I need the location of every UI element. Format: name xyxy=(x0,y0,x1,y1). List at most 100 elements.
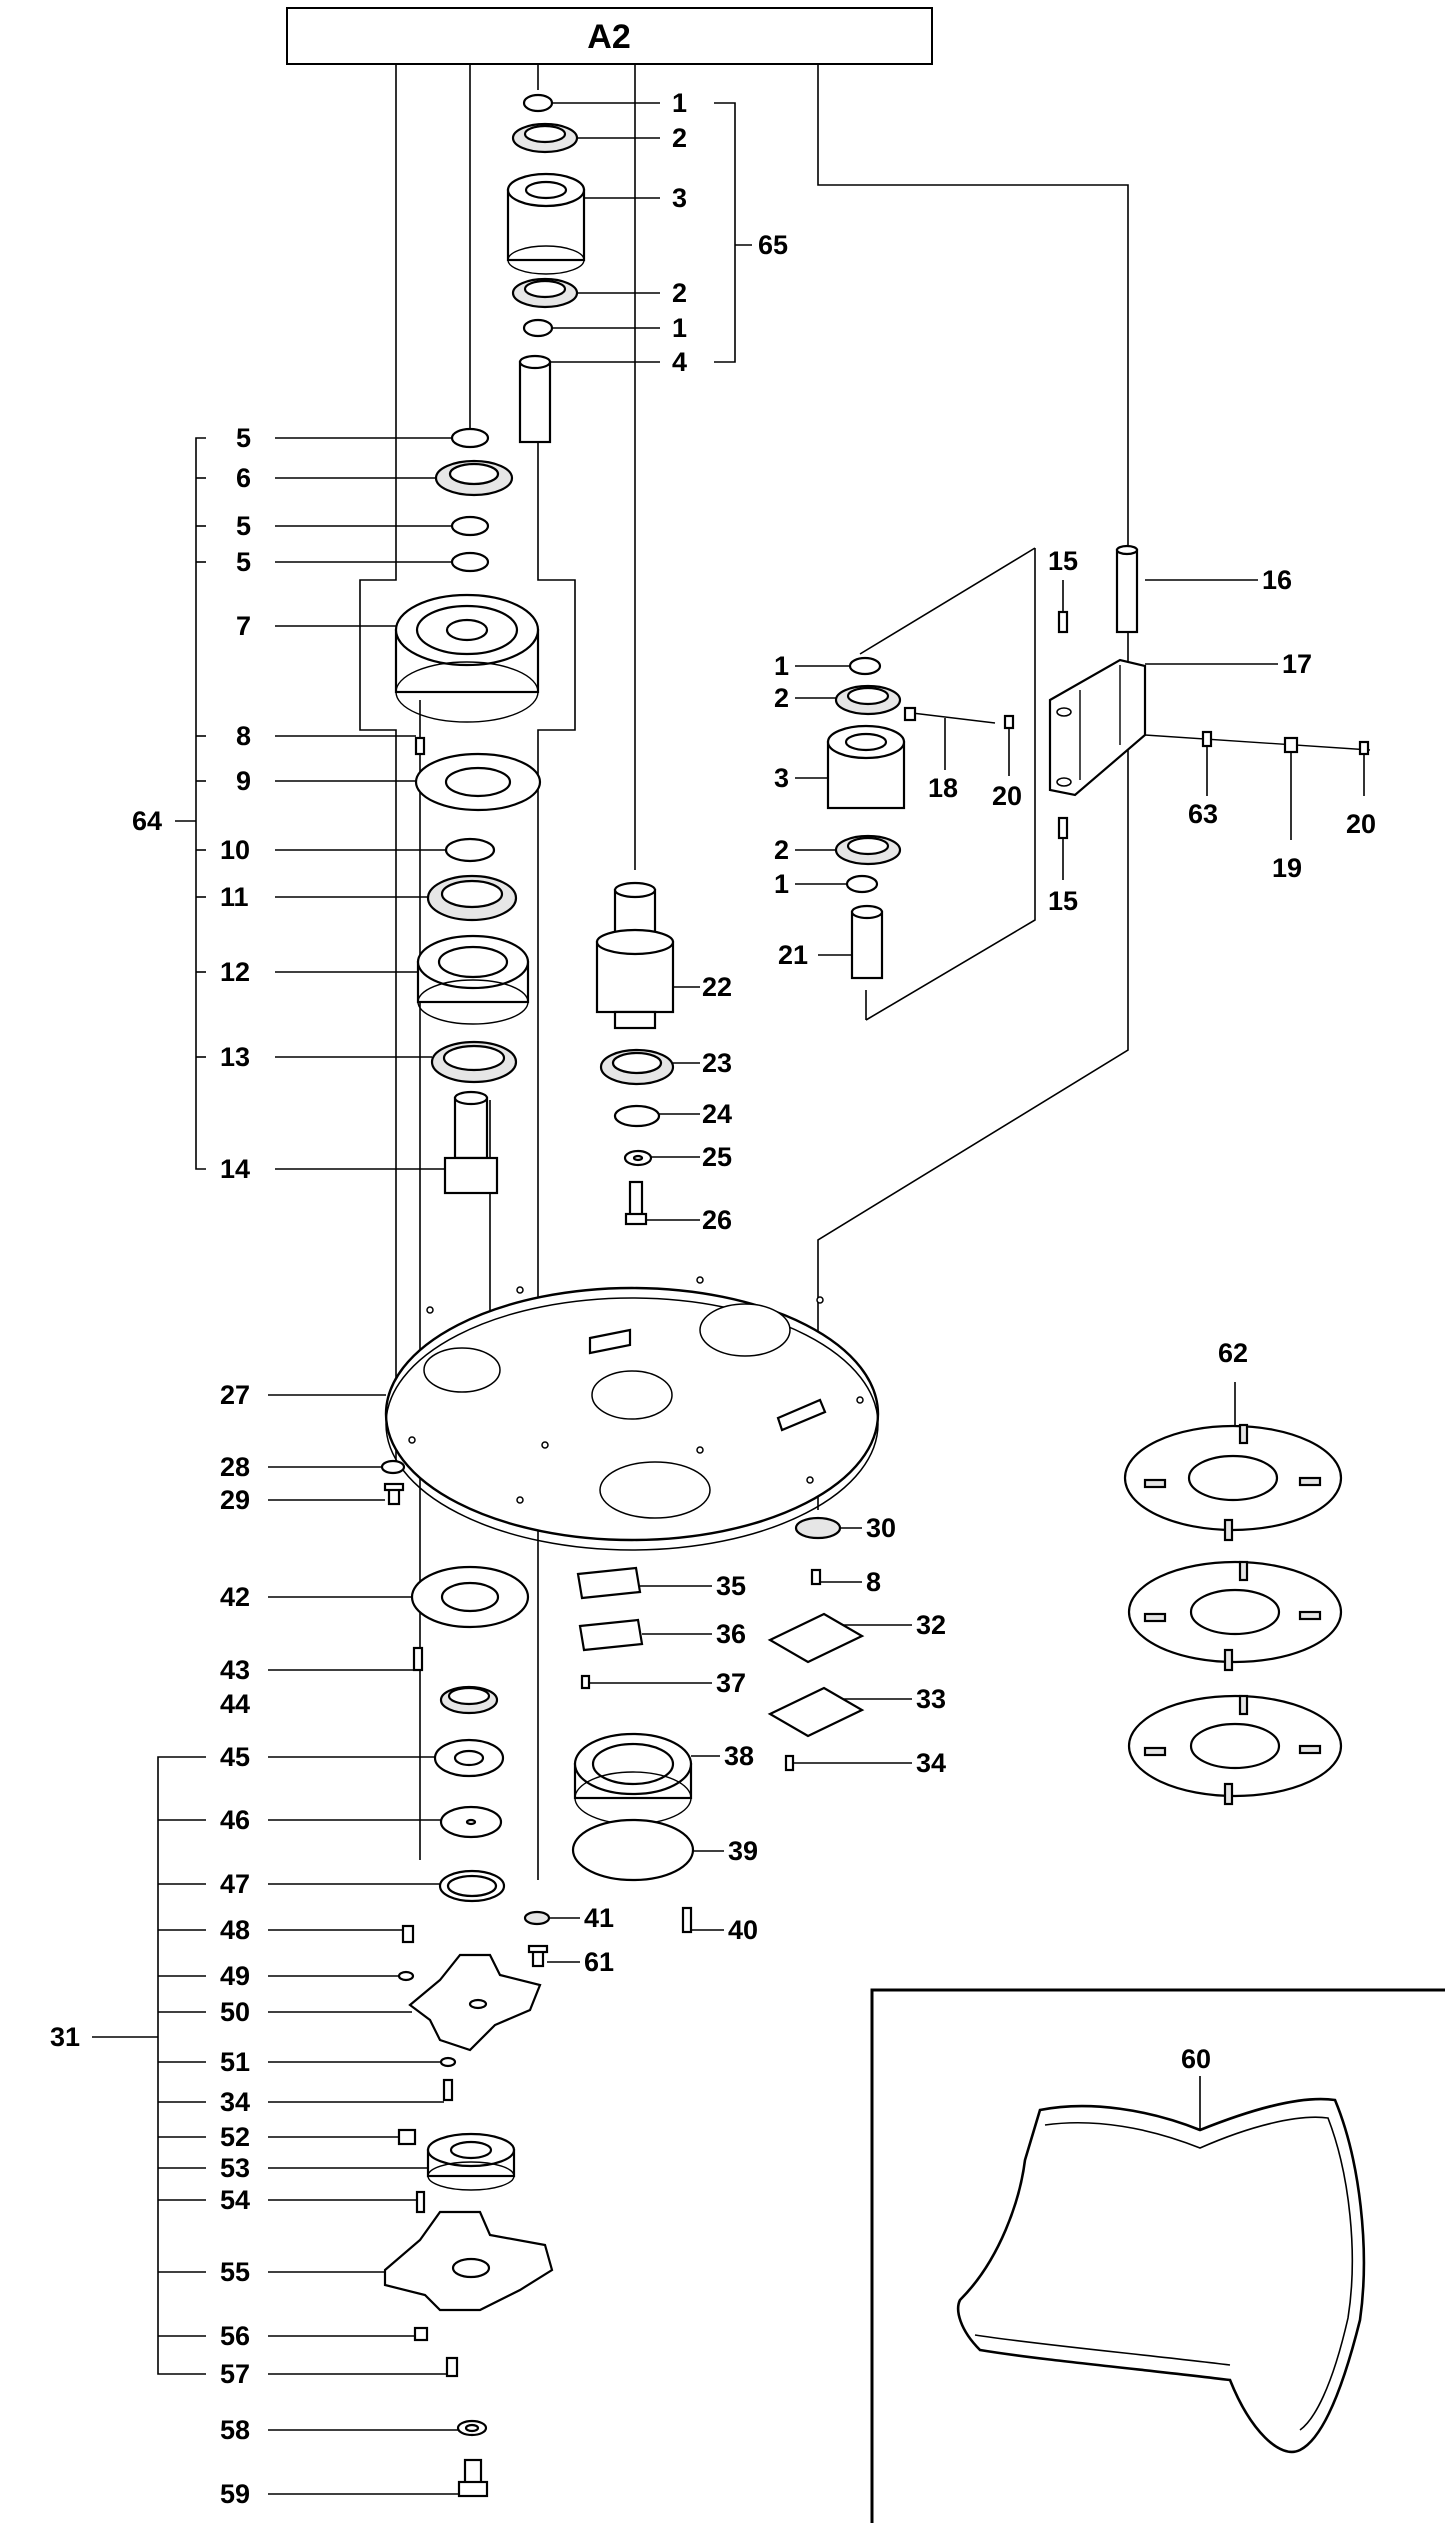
callout-36: 36 xyxy=(716,1619,746,1649)
callout-1: 1 xyxy=(774,869,789,899)
callout-2: 2 xyxy=(774,835,789,865)
part-20-nut-right xyxy=(1358,740,1370,756)
callout-20: 20 xyxy=(1346,809,1376,839)
callout-37: 37 xyxy=(716,1668,746,1698)
callout-24: 24 xyxy=(702,1099,732,1129)
callout-15: 15 xyxy=(1048,886,1078,916)
part-3-hub-right xyxy=(826,724,906,810)
part-57-screw xyxy=(445,2356,459,2378)
part-2-bearing-lower xyxy=(511,277,579,309)
part-59-bolt xyxy=(457,2458,489,2498)
part-29-bolt xyxy=(383,1482,405,1506)
callout-27: 27 xyxy=(220,1380,250,1410)
callout-25: 25 xyxy=(702,1142,732,1172)
part-58-washer xyxy=(456,2419,488,2437)
part-6-bearing xyxy=(434,459,514,497)
right-guide-lines xyxy=(859,547,1036,1021)
callout-32: 32 xyxy=(916,1610,946,1640)
part-5-circlip-b xyxy=(450,515,490,537)
callout-58: 58 xyxy=(220,2415,250,2445)
part-30-washer xyxy=(794,1516,842,1540)
callout-60: 60 xyxy=(1181,2044,1211,2074)
callout-7: 7 xyxy=(236,611,251,641)
part-10-circlip xyxy=(444,837,496,863)
callout-59: 59 xyxy=(220,2479,250,2509)
part-7-pulley xyxy=(394,593,540,723)
callout-labels: 1 2 3 2 1 4 65 5 6 5 5 7 8 9 64 10 11 12… xyxy=(50,88,1376,2509)
part-13-bearing xyxy=(430,1040,518,1084)
callout-9: 9 xyxy=(236,766,251,796)
callout-63: 63 xyxy=(1188,799,1218,829)
part-45-cog xyxy=(433,1738,505,1778)
part-55-star-plate xyxy=(383,2210,554,2312)
part-12-housing xyxy=(416,934,530,1025)
part-5-circlip xyxy=(450,427,490,449)
callout-23: 23 xyxy=(702,1048,732,1078)
title-box: A2 xyxy=(286,7,933,65)
callout-61: 61 xyxy=(584,1947,614,1977)
part-47-ring xyxy=(438,1869,506,1903)
part-2-bearing-right-lower xyxy=(834,834,902,866)
callout-35: 35 xyxy=(716,1571,746,1601)
part-9-flange-plate xyxy=(414,752,542,812)
callout-31: 31 xyxy=(50,2022,80,2052)
part-16-pin xyxy=(1115,544,1139,634)
part-27-base-plate xyxy=(384,1276,880,1551)
part-1-circlip-right xyxy=(848,656,882,676)
part-1-circlip xyxy=(522,93,554,113)
callout-54: 54 xyxy=(220,2185,250,2215)
callout-12: 12 xyxy=(220,957,250,987)
callout-43: 43 xyxy=(220,1655,250,1685)
part-49-washer xyxy=(397,1970,415,1982)
callout-1: 1 xyxy=(672,313,687,343)
part-4-shaft xyxy=(518,354,552,444)
part-62-tool-discs xyxy=(1123,1423,1343,1806)
part-60-cover xyxy=(956,2097,1366,2454)
callout-1: 1 xyxy=(672,88,687,118)
callout-64: 64 xyxy=(132,806,162,836)
part-48-screw xyxy=(401,1924,415,1944)
callout-34: 34 xyxy=(916,1748,946,1778)
callout-47: 47 xyxy=(220,1869,250,1899)
callout-11: 11 xyxy=(220,882,249,912)
part-22-coupling xyxy=(595,881,675,1030)
part-52-nut xyxy=(397,2128,417,2146)
callout-29: 29 xyxy=(220,1485,250,1515)
callout-49: 49 xyxy=(220,1961,250,1991)
part-14-spindle xyxy=(443,1090,499,1195)
callout-19: 19 xyxy=(1272,853,1302,883)
callout-50: 50 xyxy=(220,1997,250,2027)
callout-26: 26 xyxy=(702,1205,732,1235)
part-53-ring xyxy=(426,2132,516,2191)
callout-39: 39 xyxy=(728,1836,758,1866)
callout-14: 14 xyxy=(220,1154,250,1184)
callout-3: 3 xyxy=(774,763,789,793)
part-5-circlip-c xyxy=(450,551,490,573)
callout-57: 57 xyxy=(220,2359,250,2389)
part-28-washer xyxy=(380,1459,406,1475)
callout-34: 34 xyxy=(220,2087,250,2117)
callout-17: 17 xyxy=(1282,649,1312,679)
part-41-washer xyxy=(523,1910,551,1926)
part-54-screw xyxy=(415,2190,426,2214)
part-36-plate xyxy=(578,1618,644,1652)
callout-6: 6 xyxy=(236,463,251,493)
part-61-bolt xyxy=(527,1944,549,1968)
callout-3: 3 xyxy=(672,183,687,213)
title-label: A2 xyxy=(587,18,630,56)
callout-15: 15 xyxy=(1048,546,1078,576)
part-3-pulley-hub xyxy=(506,172,586,275)
callout-5: 5 xyxy=(236,423,251,453)
part-2-bearing xyxy=(511,122,579,154)
part-20-nut xyxy=(1003,714,1015,730)
part-26-bolt xyxy=(624,1180,648,1226)
callout-56: 56 xyxy=(220,2321,250,2351)
callout-22: 22 xyxy=(702,972,732,1002)
callout-45: 45 xyxy=(220,1742,250,1772)
part-1-circlip-right-lower xyxy=(845,874,879,894)
part-50-star-plate xyxy=(408,1953,542,2052)
part-23-bearing xyxy=(599,1048,675,1086)
callout-4: 4 xyxy=(672,347,687,377)
part-38-cup xyxy=(573,1732,693,1825)
